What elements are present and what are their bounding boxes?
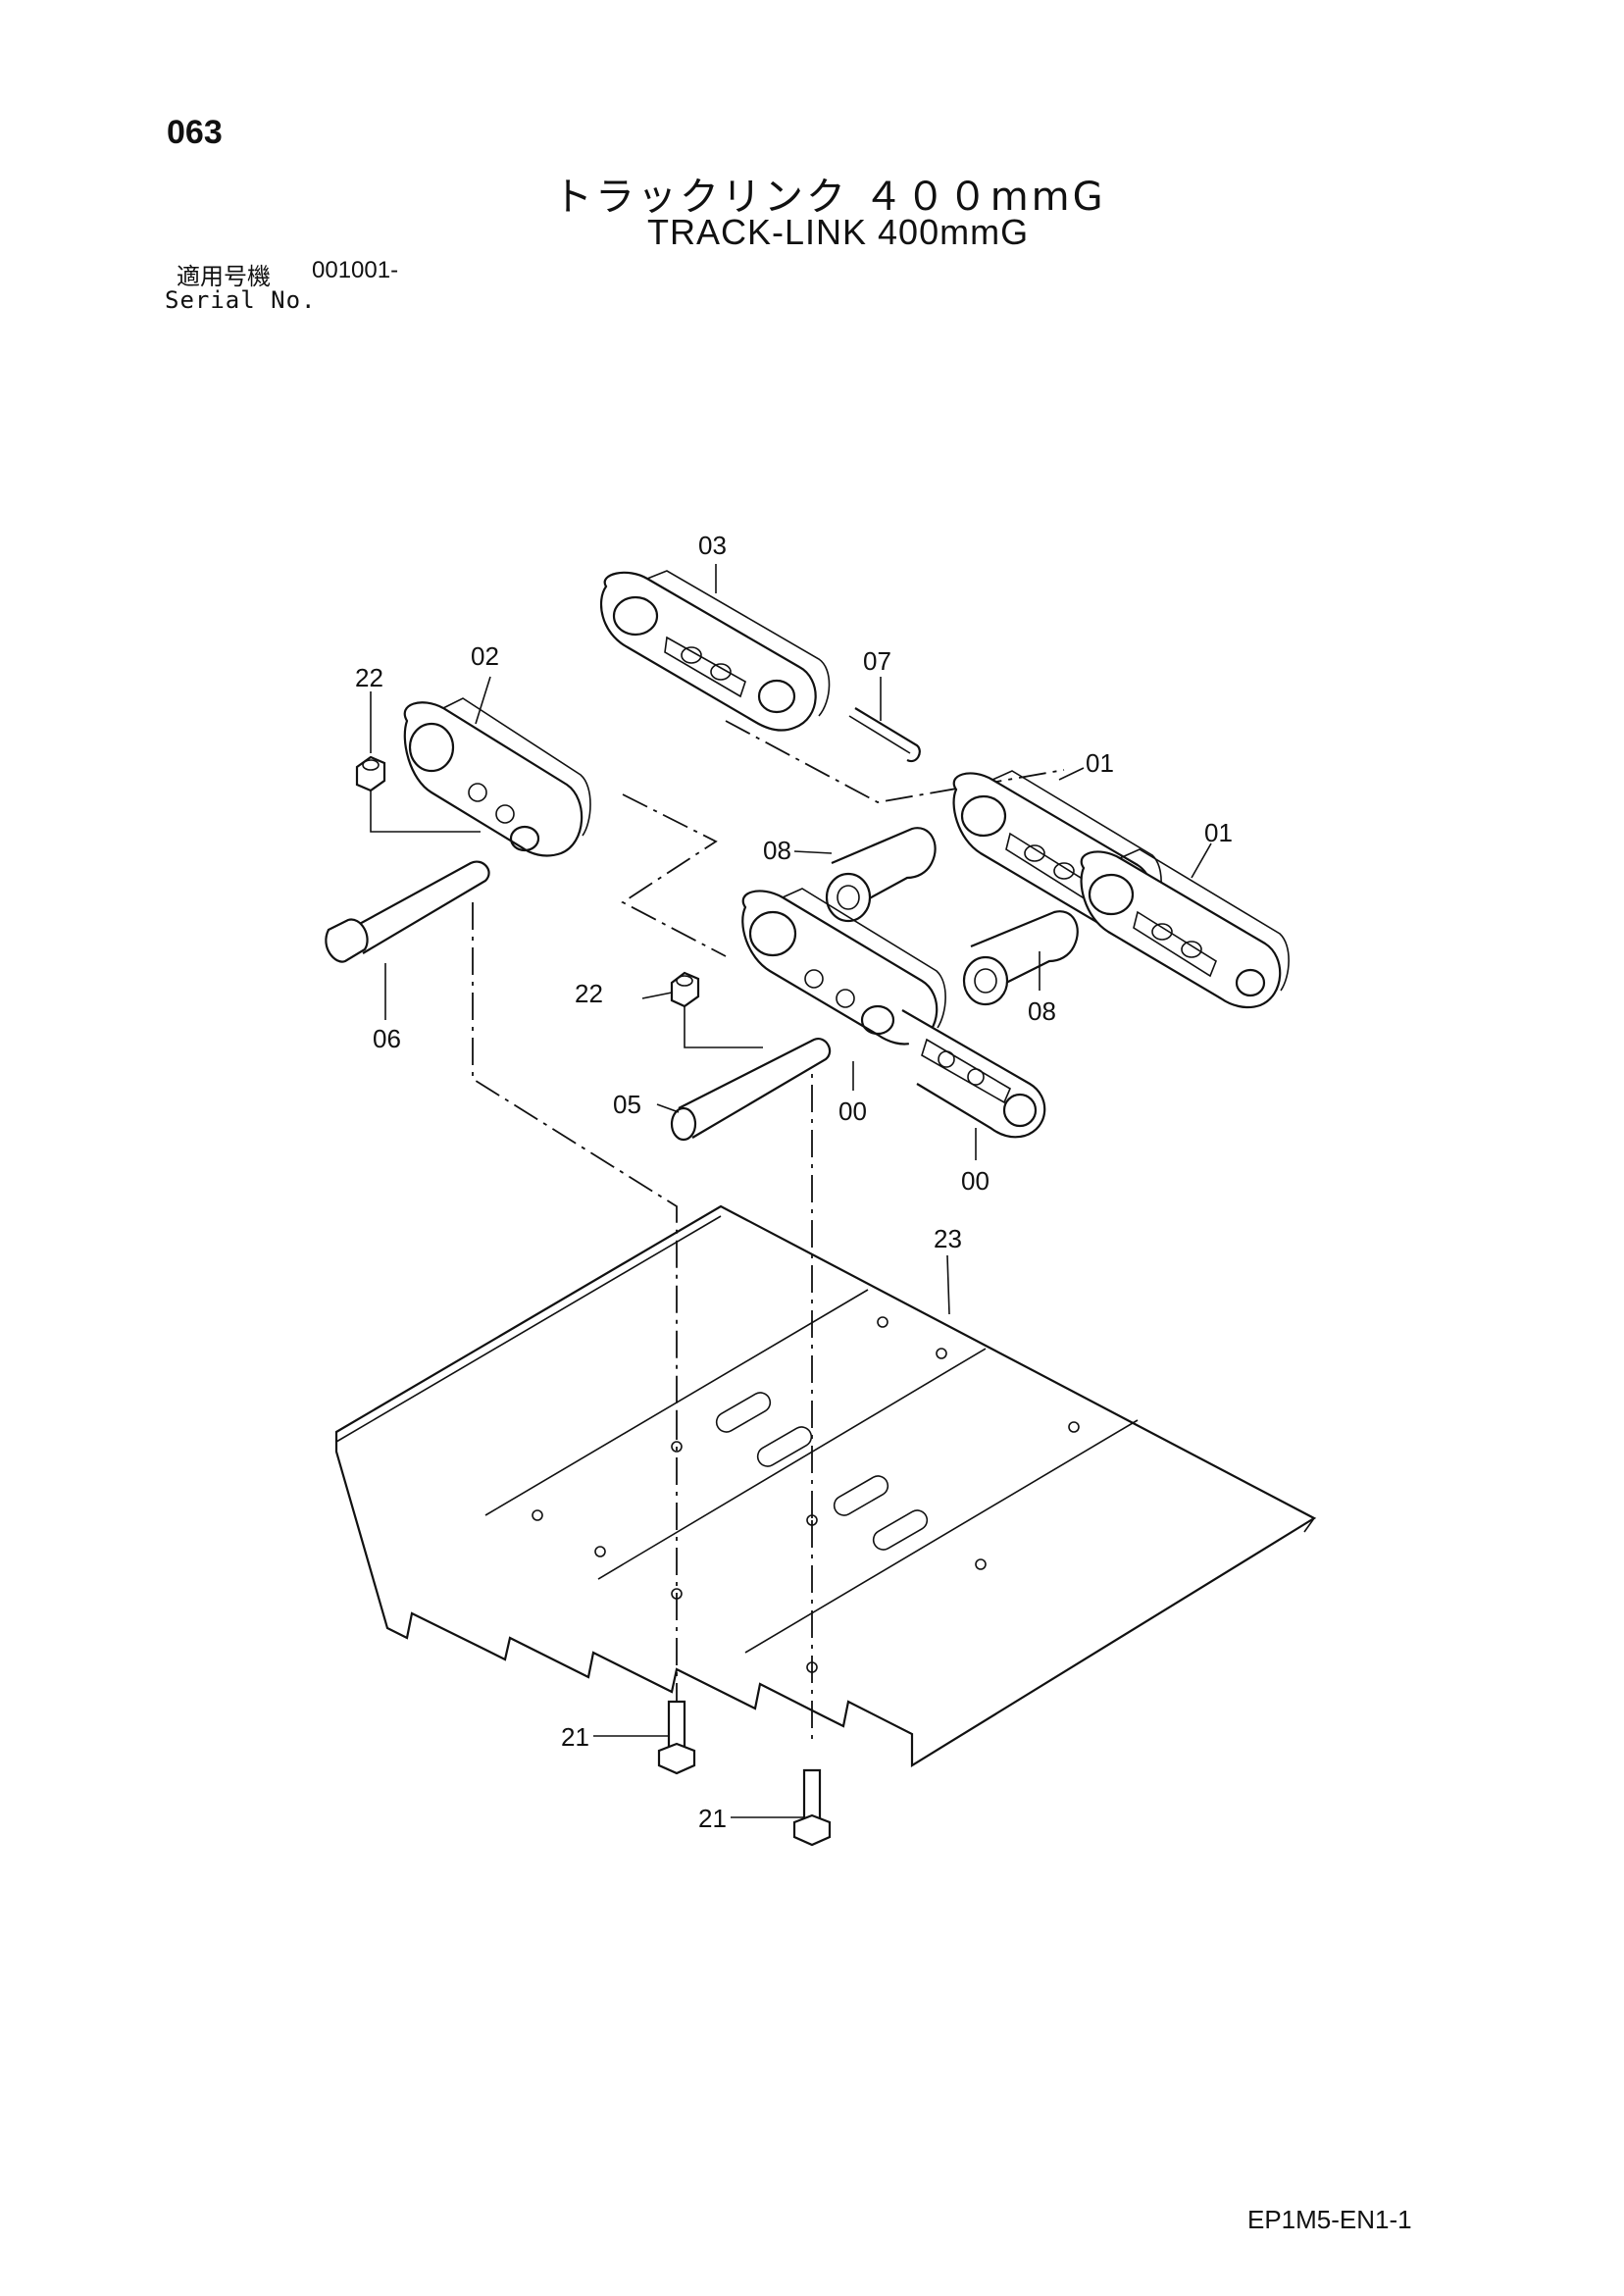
page-number: 063 [167, 114, 223, 151]
track-link-01b [1080, 848, 1290, 1009]
label-02: 02 [471, 641, 499, 671]
label-23: 23 [934, 1224, 962, 1253]
label-01-second: 01 [1204, 818, 1233, 847]
label-01-first: 01 [1086, 748, 1114, 778]
pin-07 [848, 707, 921, 763]
nut-22a [355, 755, 386, 792]
label-08-lower: 08 [1028, 996, 1056, 1026]
label-00-second: 00 [961, 1166, 990, 1196]
bolt-21b [792, 1768, 832, 1847]
bushing-08b [962, 910, 1079, 1006]
label-03: 03 [698, 531, 727, 560]
label-08-upper: 08 [763, 836, 791, 865]
label-21-second: 21 [698, 1804, 727, 1833]
label-21-first: 21 [561, 1722, 589, 1752]
title-japanese: トラックリンク ４００mmG [553, 175, 1106, 220]
label-22-lower: 22 [575, 979, 603, 1008]
document-code: EP1M5-EN1-1 [1247, 2205, 1412, 2234]
label-22-upper: 22 [355, 663, 383, 692]
label-00-first: 00 [838, 1097, 867, 1126]
pin-06 [325, 860, 490, 963]
phantom-lines [472, 720, 1065, 1746]
title-english: TRACK-LINK 400mmG [647, 212, 1030, 252]
track-link-02 [403, 697, 591, 857]
label-06: 06 [373, 1024, 401, 1053]
serial-value: 001001- [312, 257, 399, 283]
serial-label-japanese: 適用号機 [177, 263, 271, 290]
label-07: 07 [863, 646, 891, 676]
nut-22b [670, 971, 700, 1008]
track-link-03 [599, 570, 831, 732]
bushing-08a [825, 827, 937, 923]
track-shoe-23 [334, 1204, 1317, 1767]
serial-label-english: Serial No. [165, 286, 317, 314]
leader-lines [370, 564, 1212, 1818]
label-05: 05 [613, 1090, 641, 1119]
pin-05 [670, 1038, 832, 1142]
track-link-00 [741, 888, 1046, 1139]
bolt-21a [657, 1700, 696, 1775]
